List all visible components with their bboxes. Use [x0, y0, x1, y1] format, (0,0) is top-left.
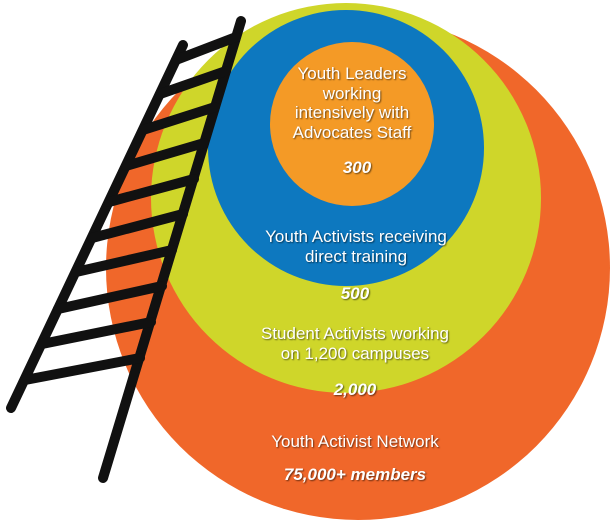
- campuses-label: Student Activists working on 1,200 campu…: [260, 324, 450, 363]
- network-count: 75,000+ members: [283, 465, 427, 484]
- network-label: Youth Activist Network: [271, 432, 439, 451]
- campuses-count: 2,000: [333, 380, 377, 399]
- training-count: 500: [340, 284, 370, 303]
- circle-leaders: [270, 42, 434, 206]
- leaders-count: 300: [342, 158, 372, 177]
- training-label: Youth Activists receiving direct trainin…: [265, 227, 447, 266]
- ladder-icon: [6, 16, 246, 483]
- leaders-label: Youth Leaders working intensively with A…: [292, 64, 412, 142]
